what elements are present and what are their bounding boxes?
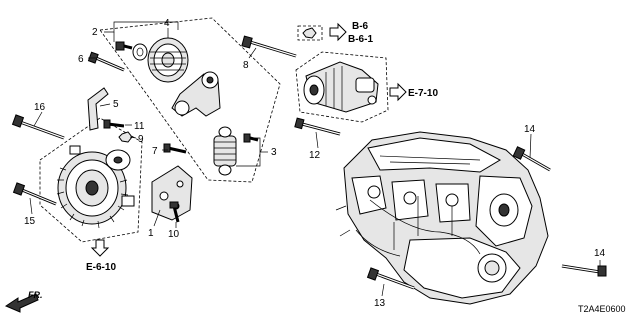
bolt-11[interactable] xyxy=(103,119,125,129)
bolt-15[interactable] xyxy=(12,182,57,206)
bolt-14-lower[interactable] xyxy=(561,264,607,277)
diagram-code: T2A4E0600 xyxy=(578,304,626,314)
bolt-14[interactable] xyxy=(512,146,551,172)
starter-nut-outline xyxy=(297,25,323,41)
idler-pulley[interactable] xyxy=(147,37,189,83)
front-arrow xyxy=(4,293,39,313)
callout-9[interactable]: 9 xyxy=(138,134,144,145)
callout-15[interactable]: 15 xyxy=(24,216,36,227)
ref-arrow-b6[interactable] xyxy=(329,22,347,42)
callout-13[interactable]: 13 xyxy=(374,298,386,309)
bolt-6[interactable] xyxy=(87,51,125,72)
starter-motor[interactable] xyxy=(303,61,379,113)
callout-4[interactable]: 4 xyxy=(164,18,170,29)
stay-bracket[interactable] xyxy=(87,87,109,131)
bolt-12[interactable] xyxy=(294,117,341,136)
callout-6[interactable]: 6 xyxy=(78,54,84,65)
bolt-8[interactable] xyxy=(241,35,297,58)
starter-group-outline xyxy=(295,51,389,123)
ref-label-b6[interactable]: B-6 xyxy=(352,21,369,32)
callout-7[interactable]: 7 xyxy=(152,146,158,157)
bolt-10[interactable] xyxy=(169,201,180,223)
auto-tensioner[interactable] xyxy=(213,126,237,176)
alternator-group-outline xyxy=(39,117,143,243)
alternator[interactable] xyxy=(39,117,143,243)
pulley-bolt[interactable] xyxy=(115,41,133,51)
tensioner-arm[interactable] xyxy=(171,71,221,117)
engine-assembly xyxy=(335,131,549,305)
ref-arrow-e710[interactable] xyxy=(389,82,407,102)
callout-16[interactable]: 16 xyxy=(34,102,46,113)
callout-11[interactable]: 11 xyxy=(134,121,145,132)
bolt-13[interactable] xyxy=(366,267,415,290)
callout-3[interactable]: 3 xyxy=(271,147,277,158)
callout-10[interactable]: 10 xyxy=(168,229,180,240)
front-direction-label: FR. xyxy=(28,290,43,300)
tensioner-group-outline xyxy=(99,17,281,183)
callout-8[interactable]: 8 xyxy=(243,60,249,71)
pulley-cover[interactable] xyxy=(132,43,148,61)
tensioner-group xyxy=(99,17,281,183)
ref-arrow-e610[interactable] xyxy=(90,239,110,257)
callout-1[interactable]: 1 xyxy=(148,228,154,239)
bolt-16[interactable] xyxy=(11,114,65,140)
callout-14-lower[interactable]: 14 xyxy=(594,248,606,259)
ref-label-e710[interactable]: E-7-10 xyxy=(408,88,438,99)
nut-9[interactable] xyxy=(118,131,133,143)
leader-lines xyxy=(29,21,601,297)
bolt-7[interactable] xyxy=(163,143,187,154)
callout-2[interactable]: 2 xyxy=(92,27,98,38)
starter-nut[interactable] xyxy=(302,27,317,39)
callout-14[interactable]: 14 xyxy=(524,124,536,135)
ref-label-b61[interactable]: B-6-1 xyxy=(348,34,373,45)
callout-12[interactable]: 12 xyxy=(309,150,321,161)
alternator-bracket[interactable] xyxy=(151,165,193,221)
callout-5[interactable]: 5 xyxy=(113,99,119,110)
ref-label-e610[interactable]: E-6-10 xyxy=(86,262,116,273)
